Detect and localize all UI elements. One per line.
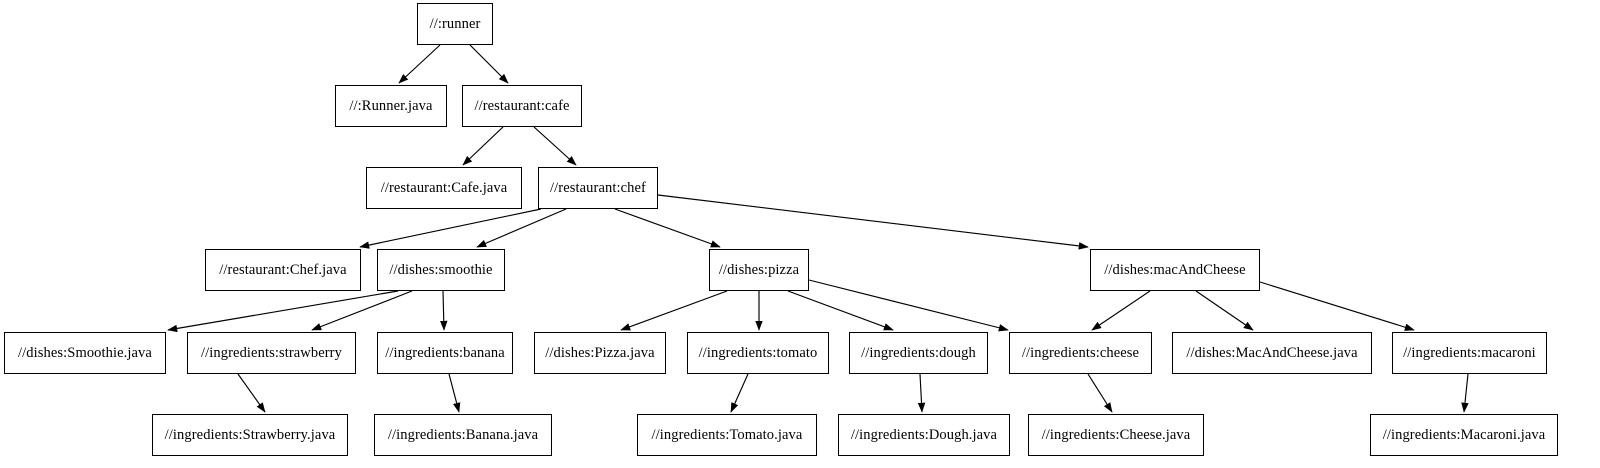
graph-node-dishes_smoothie[interactable]: //dishes:smoothie — [377, 249, 505, 291]
graph-node-dishes_pizza[interactable]: //dishes:pizza — [709, 249, 809, 291]
graph-node-runner_java[interactable]: //:Runner.java — [335, 85, 447, 127]
graph-edge-ing_tomato-to-tomato_java — [730, 373, 749, 413]
graph-node-macaroni_java[interactable]: //ingredients:Macaroni.java — [1370, 414, 1558, 456]
graph-node-ing_strawberry[interactable]: //ingredients:strawberry — [187, 332, 356, 374]
graph-node-label: //ingredients:Strawberry.java — [164, 426, 336, 443]
graph-node-label: //dishes:pizza — [718, 261, 800, 278]
graph-node-restaurant_cafe[interactable]: //restaurant:cafe — [462, 85, 582, 127]
graph-node-label: //ingredients:tomato — [698, 344, 818, 361]
graph-edge-ing_cheese-to-cheese_java — [1087, 373, 1113, 413]
graph-edge-restaurant_chef-to-dishes_smoothie — [476, 208, 567, 248]
graph-node-ing_tomato[interactable]: //ingredients:tomato — [687, 332, 829, 374]
graph-node-label: //ingredients:Tomato.java — [651, 426, 803, 443]
graph-edge-dishes_pizza-to-ing_dough — [787, 290, 894, 331]
graph-node-ing_dough[interactable]: //ingredients:dough — [849, 332, 988, 374]
graph-node-ing_cheese[interactable]: //ingredients:cheese — [1009, 332, 1152, 374]
graph-edge-runner-to-restaurant_cafe — [469, 44, 509, 84]
graph-edge-dishes_macandchz-to-macandchz_java — [1195, 290, 1254, 331]
graph-node-tomato_java[interactable]: //ingredients:Tomato.java — [637, 414, 817, 456]
graph-edge-dishes_smoothie-to-ing_banana — [440, 290, 448, 331]
graph-node-label: //:runner — [429, 15, 481, 32]
graph-node-label: //dishes:MacAndCheese.java — [1186, 344, 1358, 361]
graph-node-label: //ingredients:cheese — [1021, 344, 1140, 361]
graph-edge-restaurant_cafe-to-cafe_java — [462, 126, 504, 166]
graph-node-macandchz_java[interactable]: //dishes:MacAndCheese.java — [1172, 332, 1372, 374]
graph-edge-runner-to-runner_java — [398, 44, 441, 84]
graph-edge-restaurant_chef-to-dishes_macandchz — [657, 194, 1089, 250]
graph-node-label: //restaurant:Cafe.java — [380, 179, 508, 196]
graph-edge-dishes_macandchz-to-ing_macaroni — [1259, 281, 1415, 331]
graph-node-label: //ingredients:Banana.java — [387, 426, 539, 443]
graph-node-label: //restaurant:chef — [550, 179, 646, 196]
graph-node-label: //ingredients:banana — [385, 344, 505, 361]
graph-edge-ing_banana-to-banana_java — [448, 373, 461, 413]
graph-node-label: //ingredients:Macaroni.java — [1382, 426, 1546, 443]
graph-edge-restaurant_cafe-to-restaurant_chef — [533, 126, 577, 166]
graph-node-runner[interactable]: //:runner — [417, 3, 493, 45]
graph-edge-dishes_pizza-to-ing_cheese — [808, 279, 1009, 332]
graph-edge-dishes_smoothie-to-ing_strawberry — [311, 290, 413, 331]
graph-node-label: //dishes:Smoothie.java — [18, 344, 152, 361]
graph-node-pizza_java[interactable]: //dishes:Pizza.java — [534, 332, 666, 374]
graph-edge-dishes_macandchz-to-ing_cheese — [1091, 290, 1151, 331]
graph-edge-dishes_pizza-to-pizza_java — [620, 290, 728, 331]
graph-node-dishes_macandchz[interactable]: //dishes:macAndCheese — [1090, 249, 1260, 291]
graph-node-chef_java[interactable]: //restaurant:Chef.java — [205, 249, 361, 291]
graph-node-label: //ingredients:macaroni — [1403, 344, 1536, 361]
graph-node-cheese_java[interactable]: //ingredients:Cheese.java — [1028, 414, 1204, 456]
graph-node-label: //ingredients:strawberry — [201, 344, 342, 361]
graph-node-ing_macaroni[interactable]: //ingredients:macaroni — [1392, 332, 1547, 374]
graph-node-dough_java[interactable]: //ingredients:Dough.java — [838, 414, 1010, 456]
graph-node-banana_java[interactable]: //ingredients:Banana.java — [374, 414, 552, 456]
graph-node-smoothie_java[interactable]: //dishes:Smoothie.java — [4, 332, 166, 374]
graph-node-label: //ingredients:Dough.java — [850, 426, 998, 443]
graph-node-cafe_java[interactable]: //restaurant:Cafe.java — [366, 167, 522, 209]
graph-edge-ing_dough-to-dough_java — [917, 373, 926, 413]
graph-edge-restaurant_chef-to-chef_java — [359, 208, 542, 249]
graph-edge-dishes_smoothie-to-smoothie_java — [167, 290, 399, 333]
graph-edge-ing_strawberry-to-strawberry_java — [237, 373, 266, 413]
graph-node-strawberry_java[interactable]: //ingredients:Strawberry.java — [152, 414, 348, 456]
graph-node-label: //ingredients:dough — [861, 344, 976, 361]
graph-node-label: //restaurant:Chef.java — [219, 261, 347, 278]
graph-node-label: //dishes:macAndCheese — [1104, 261, 1246, 278]
graph-edge-ing_macaroni-to-macaroni_java — [1461, 373, 1469, 413]
graph-node-restaurant_chef[interactable]: //restaurant:chef — [538, 167, 658, 209]
graph-node-label: //dishes:smoothie — [389, 261, 493, 278]
graph-node-label: //restaurant:cafe — [474, 97, 570, 114]
graph-node-ing_banana[interactable]: //ingredients:banana — [377, 332, 513, 374]
graph-node-label: //:Runner.java — [349, 97, 433, 114]
graph-node-label: //ingredients:Cheese.java — [1041, 426, 1191, 443]
graph-node-label: //dishes:Pizza.java — [545, 344, 655, 361]
graph-edge-restaurant_chef-to-dishes_pizza — [614, 208, 721, 248]
